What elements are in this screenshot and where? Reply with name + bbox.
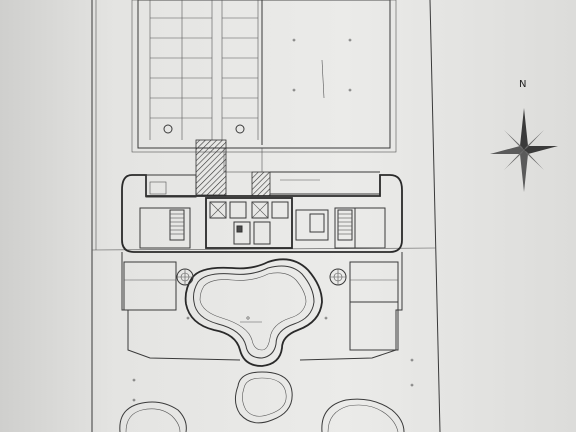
driveway — [270, 171, 380, 195]
stair-left — [169, 209, 185, 241]
stair-right — [337, 209, 353, 241]
accessible-parking-icon — [235, 124, 245, 134]
parking-stalls-left — [149, 0, 213, 140]
lower-right-pool — [321, 398, 405, 432]
parking-stalls-right — [221, 0, 259, 140]
entry-ramp — [140, 139, 388, 197]
parking-garage — [131, 0, 397, 153]
compass-rose-icon — [490, 108, 558, 192]
site-marks — [132, 316, 414, 402]
spa-pool — [234, 371, 293, 424]
main-pool — [184, 258, 323, 367]
compass-north-label: N — [519, 79, 527, 90]
main-building — [121, 174, 403, 253]
elevator-core — [205, 197, 293, 249]
gazebo-right — [329, 268, 347, 286]
pool-deck — [121, 252, 403, 361]
lower-left-pool — [119, 401, 187, 432]
gazebo-left — [176, 268, 194, 286]
accessible-parking-icon — [163, 124, 173, 134]
